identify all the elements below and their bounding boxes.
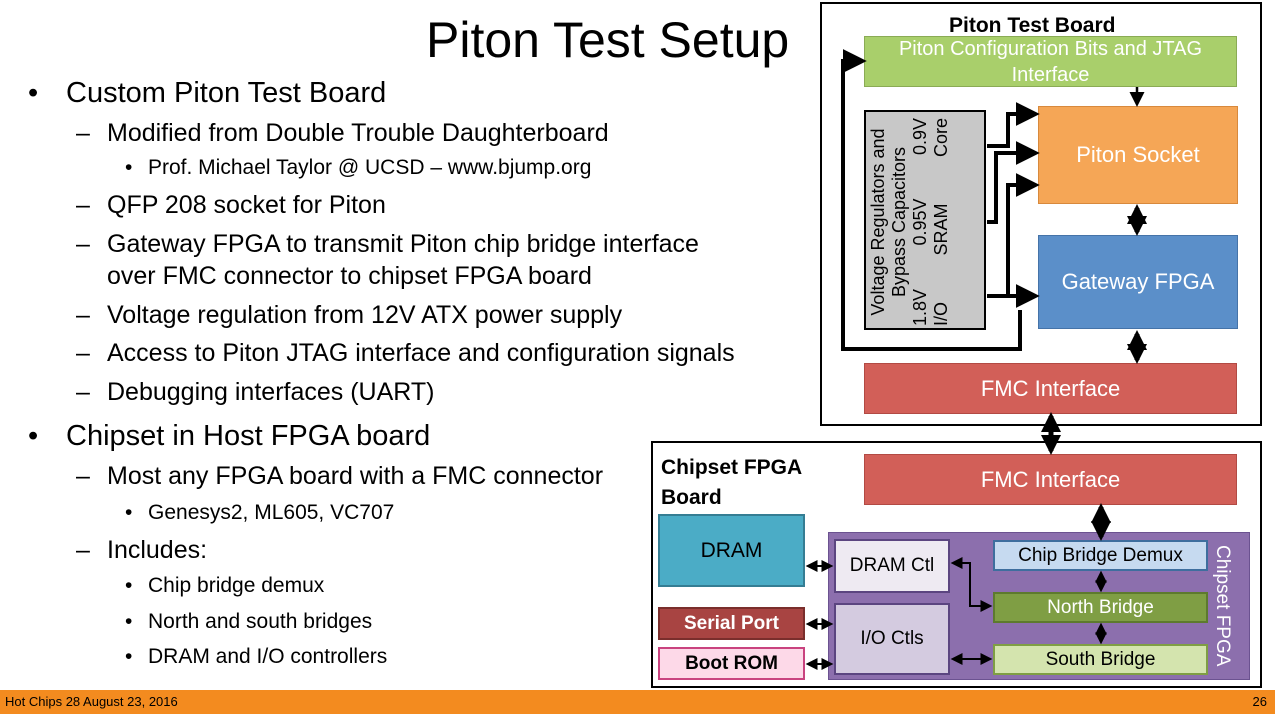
- bullet-marker: •: [125, 156, 133, 179]
- bullet-item: Custom Piton Test Board: [66, 77, 387, 109]
- boot-rom-box: Boot ROM: [658, 647, 805, 680]
- bullet-marker: –: [76, 191, 90, 219]
- serial-port-box: Serial Port: [658, 607, 805, 640]
- bullet-marker: •: [28, 77, 39, 109]
- bullet-marker: –: [76, 301, 90, 329]
- bullet-item: Includes:: [107, 536, 208, 564]
- bullet-marker: –: [76, 462, 90, 490]
- config-jtag-box: Piton Configuration Bits and JTAG Interf…: [864, 36, 1237, 87]
- bullet-item: Voltage regulation from 12V ATX power su…: [107, 301, 623, 329]
- voltage-regulator-box: Voltage Regulators and Bypass Capacitors…: [864, 110, 986, 330]
- bullet-marker: –: [76, 230, 90, 258]
- bullet-marker: –: [76, 339, 90, 367]
- bullet-item: North and south bridges: [148, 610, 373, 633]
- fmc-interface-box-top: FMC Interface: [864, 363, 1237, 414]
- chipset-board-label: Chipset FPGA Board: [661, 456, 803, 509]
- io-ctls-box: I/O Ctls: [834, 603, 950, 675]
- chip-bridge-demux-box: Chip Bridge Demux: [993, 540, 1208, 571]
- dram-box: DRAM: [658, 514, 805, 587]
- north-bridge-box: North Bridge: [993, 592, 1208, 623]
- south-bridge-box: South Bridge: [993, 644, 1208, 675]
- bullet-marker: •: [125, 645, 133, 668]
- bullet-item: Prof. Michael Taylor @ UCSD – www.bjump.…: [148, 156, 592, 179]
- gateway-fpga-box: Gateway FPGA: [1038, 235, 1238, 329]
- chipset-fpga-label: Chipset FPGA: [1212, 545, 1233, 667]
- piton-test-board-label: Piton Test Board: [949, 14, 1116, 37]
- bullet-item: Access to Piton JTAG interface and confi…: [107, 339, 735, 367]
- bullet-item-continuation: over FMC connector to chipset FPGA board: [107, 262, 592, 290]
- bullet-item: Chipset in Host FPGA board: [66, 420, 431, 452]
- bullet-item: Most any FPGA board with a FMC connector: [107, 462, 604, 490]
- bullet-item: Chip bridge demux: [148, 574, 325, 597]
- footer-page-number: 26: [1252, 694, 1267, 709]
- bullet-marker: •: [125, 501, 133, 524]
- dram-ctl-box: DRAM Ctl: [834, 539, 950, 593]
- bullet-item: Modified from Double Trouble Daughterboa…: [107, 119, 609, 147]
- bullet-marker: •: [125, 610, 133, 633]
- bullet-marker: –: [76, 378, 90, 406]
- bullet-item: QFP 208 socket for Piton: [107, 191, 386, 219]
- bullet-item: Gateway FPGA to transmit Piton chip brid…: [107, 230, 699, 258]
- bullet-marker: –: [76, 119, 90, 147]
- bullet-marker: •: [125, 574, 133, 597]
- piton-socket-box: Piton Socket: [1038, 106, 1238, 204]
- bullet-marker: –: [76, 536, 90, 564]
- bullet-item: Debugging interfaces (UART): [107, 378, 435, 406]
- fmc-interface-box-bottom: FMC Interface: [864, 454, 1237, 505]
- bullet-item: Genesys2, ML605, VC707: [148, 501, 395, 524]
- slide-title: Piton Test Setup: [426, 12, 790, 68]
- bullet-marker: •: [28, 420, 39, 452]
- bullet-item: DRAM and I/O controllers: [148, 645, 388, 668]
- footer-left: Hot Chips 28 August 23, 2016: [5, 694, 178, 709]
- footer-bar: Hot Chips 28 August 23, 2016 26: [0, 690, 1275, 714]
